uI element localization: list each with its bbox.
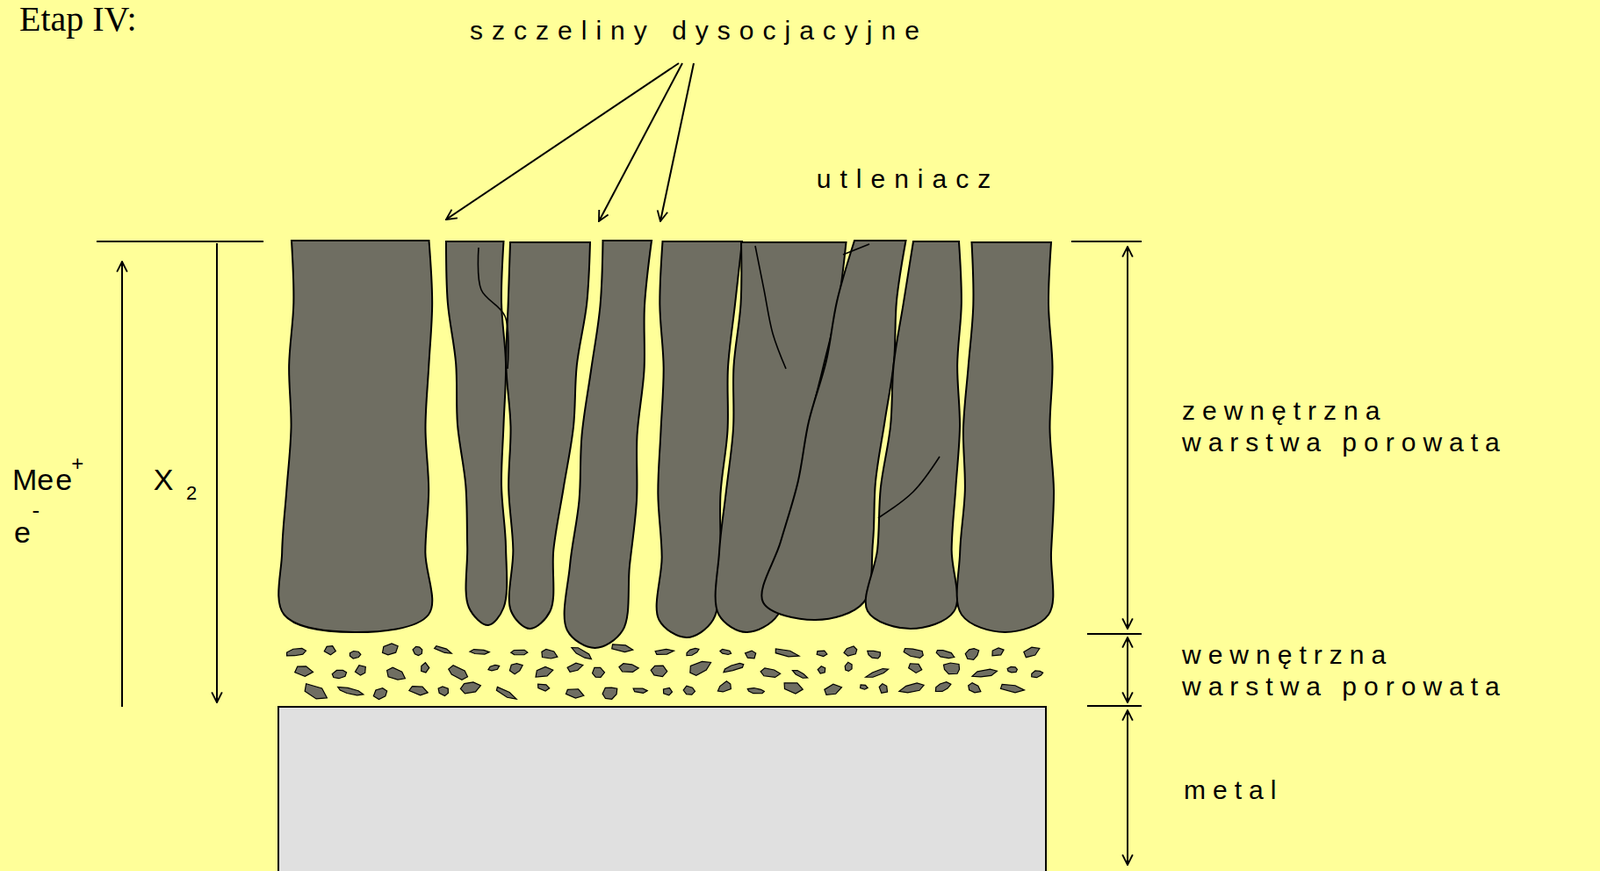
oxide-particle	[567, 661, 585, 674]
oxide-particle	[817, 664, 828, 675]
oxide-particle	[902, 646, 924, 659]
oxide-particle	[964, 646, 982, 663]
oxide-particle	[420, 662, 430, 673]
oxide-particle	[843, 662, 854, 673]
oxide-particle	[324, 644, 338, 656]
grain-crack	[477, 247, 509, 369]
oxide-particle	[495, 685, 519, 702]
dimension-lines	[96, 63, 1142, 865]
oxide-particle	[971, 667, 998, 680]
oxide-particle	[865, 649, 881, 660]
inner-porous-particles	[286, 641, 1045, 703]
oxide-particle	[823, 682, 844, 698]
oxide-particle	[433, 644, 453, 656]
oxide-particle	[760, 667, 781, 678]
oxide-particle	[782, 680, 804, 695]
oxide-particle	[864, 667, 890, 680]
oxide-particle	[942, 662, 960, 676]
oxidant-symbol: X	[153, 461, 174, 498]
oxide-particle	[372, 686, 390, 701]
grain-crack	[755, 245, 786, 369]
oxide-particle	[294, 664, 314, 678]
oxide-particle	[1030, 669, 1045, 679]
oxide-grain	[865, 241, 962, 629]
oxide-particle	[600, 683, 621, 703]
charge-sign: +	[71, 450, 84, 476]
oxide-grain	[564, 240, 652, 649]
oxide-particle	[908, 662, 923, 676]
grain-crack	[878, 456, 940, 519]
oxide-particle	[507, 661, 525, 676]
oxide-particle	[408, 684, 429, 698]
oxide-particle	[1007, 666, 1018, 673]
oxide-particle	[446, 663, 470, 682]
oxide-particle	[722, 662, 745, 674]
oxide-particle	[966, 681, 983, 695]
oxide-particle	[436, 684, 450, 697]
oxide-grain	[446, 241, 507, 626]
oxide-particle	[536, 683, 550, 692]
oxide-particle	[286, 647, 308, 658]
oxide-particle	[683, 685, 696, 696]
oxide-particle	[633, 688, 648, 694]
oxide-particle	[591, 667, 606, 678]
oxide-particle	[354, 663, 368, 678]
oxide-particle	[990, 647, 1005, 658]
oxide-particle	[687, 656, 714, 678]
oxide-particle	[411, 645, 424, 657]
oxide-particle	[719, 648, 732, 656]
oxide-particle	[349, 651, 361, 659]
oxide-particle	[843, 645, 858, 657]
oxide-particle	[747, 687, 765, 695]
oxide-particle	[1000, 683, 1025, 694]
oxide-particle	[898, 681, 925, 696]
oxide-particle	[331, 668, 348, 680]
electron-symbol: e	[55, 461, 73, 498]
oxide-particle	[1023, 644, 1042, 659]
oxidant-label: utleniacz	[816, 163, 1000, 195]
oxide-grain	[957, 242, 1054, 633]
ion-symbol: Me	[12, 461, 54, 498]
layer-label: wewnętrzna warstwa porowata	[1181, 639, 1513, 703]
outer-columnar-grains	[278, 240, 1054, 649]
layer-label: zewnętrzna warstwa porowata	[1181, 395, 1513, 459]
oxide-particle	[540, 648, 559, 663]
metal-substrate	[278, 706, 1046, 871]
oxide-particle	[569, 644, 593, 662]
oxide-grain	[278, 240, 433, 633]
oxide-particle	[933, 680, 952, 693]
stage-title: Etap IV:	[19, 0, 137, 39]
charge-sign: -	[32, 497, 41, 525]
oxide-particle	[684, 646, 700, 657]
oxide-particle	[663, 687, 673, 696]
grain-crack	[843, 244, 870, 255]
oxide-particle	[935, 648, 956, 662]
oxide-particle	[816, 649, 828, 657]
oxide-particle	[302, 681, 330, 703]
oxide-particle	[380, 641, 400, 657]
oxide-particle	[487, 663, 500, 673]
oxide-particle	[619, 663, 640, 672]
oxide-particle	[533, 665, 555, 678]
oxide-particle	[511, 649, 528, 655]
oxide-particle	[384, 665, 408, 684]
oxide-particle	[744, 649, 757, 661]
crack-label: szczeliny dysocjacyjne	[469, 14, 929, 47]
layer-label: metal	[1183, 774, 1283, 807]
oxide-particle	[655, 648, 675, 656]
oxide-particle	[859, 684, 868, 691]
oxide-particle	[612, 643, 635, 654]
oxide-particle	[565, 686, 585, 700]
oxide-particle	[715, 680, 733, 696]
electron-symbol: e	[14, 514, 31, 551]
oxide-particle	[774, 648, 800, 659]
oxide-particle	[878, 682, 890, 695]
oxide-particle	[337, 685, 365, 698]
subscript: 2	[186, 482, 197, 505]
oxide-particle	[460, 681, 483, 695]
oxide-particle	[650, 664, 668, 678]
oxide-particle	[791, 668, 808, 680]
oxide-particle	[469, 648, 490, 655]
